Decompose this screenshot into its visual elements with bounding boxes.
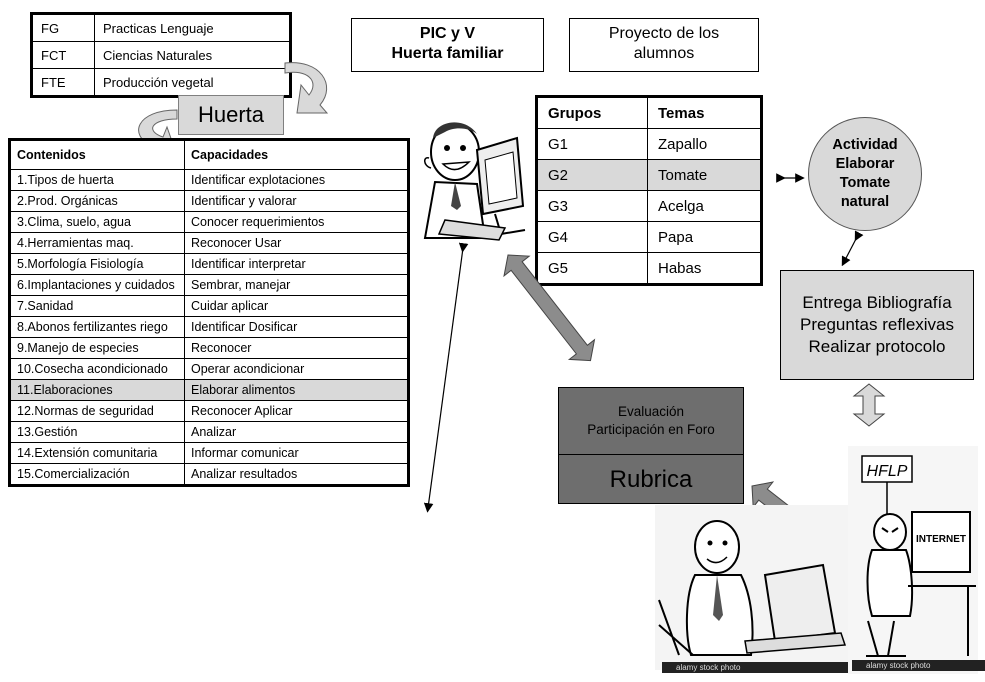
- topic-cell: Tomate: [647, 159, 761, 191]
- evaluation-line-2: Participación en Foro: [587, 422, 715, 437]
- block-arrow-teacher-evaluation: [503, 254, 596, 362]
- content-cell: 3.Clima, suelo, agua: [10, 211, 185, 233]
- activity-line-1: Actividad: [832, 137, 898, 153]
- stock-watermark-right: alamy stock photo: [852, 660, 985, 671]
- contents-table: Contenidos Capacidades 1.Tipos de huerta…: [8, 138, 410, 487]
- curved-arrow-right: [284, 62, 329, 114]
- project-box: Proyecto de los alumnos: [569, 18, 759, 72]
- capacity-cell: Elaborar alimentos: [184, 379, 408, 401]
- student-laptop-illustration: [655, 505, 850, 670]
- huerta-label: Huerta: [178, 95, 284, 135]
- thin-arrow-vertical: [423, 242, 469, 513]
- project-line-2: alumnos: [633, 45, 695, 62]
- capacities-header: Capacidades: [184, 140, 408, 170]
- thin-arrow-activity-biblio: [841, 230, 864, 267]
- internet-user-illustration: HFLP INTERNET: [848, 446, 978, 674]
- content-row: 1.Tipos de huerta Identificar explotacio…: [10, 169, 408, 191]
- content-cell: 5.Morfología Fisiología: [10, 253, 185, 275]
- sign-text: HFLP: [867, 463, 908, 480]
- content-row: 13.Gestión Analizar: [10, 421, 408, 443]
- biblio-line-3: Realizar protocolo: [808, 337, 946, 356]
- faculty-row: FTE Producción vegetal: [32, 68, 290, 96]
- screen-text: INTERNET: [916, 534, 966, 545]
- content-cell: 15.Comercialización: [10, 463, 185, 485]
- contents-header: Contenidos: [10, 140, 185, 170]
- biblio-line-1: Entrega Bibliografía: [802, 293, 952, 312]
- capacity-cell: Sembrar, manejar: [184, 274, 408, 296]
- activity-line-2: Elaborar: [835, 156, 895, 172]
- content-cell: 7.Sanidad: [10, 295, 185, 317]
- topic-cell: Habas: [647, 252, 761, 284]
- capacity-cell: Analizar resultados: [184, 463, 408, 485]
- content-cell: 11.Elaboraciones: [10, 379, 185, 401]
- faculty-code: FCT: [32, 41, 95, 69]
- activity-line-3: Tomate: [839, 175, 891, 191]
- group-cell: G2: [537, 159, 648, 191]
- content-row: 2.Prod. Orgánicas Identificar y valorar: [10, 190, 408, 212]
- block-arrow-biblio-student: [852, 383, 886, 427]
- content-row: 5.Morfología Fisiología Identificar inte…: [10, 253, 408, 275]
- content-row: 4.Herramientas maq. Reconocer Usar: [10, 232, 408, 254]
- group-row: G1 Zapallo: [537, 128, 761, 160]
- group-row: G2 Tomate: [537, 159, 761, 191]
- content-cell: 4.Herramientas maq.: [10, 232, 185, 254]
- topics-header: Temas: [647, 97, 761, 129]
- content-cell: 1.Tipos de huerta: [10, 169, 185, 191]
- title-box: PIC y V Huerta familiar: [351, 18, 544, 72]
- content-cell: 14.Extensión comunitaria: [10, 442, 185, 464]
- capacity-cell: Operar acondicionar: [184, 358, 408, 380]
- group-row: G4 Papa: [537, 221, 761, 253]
- evaluation-box: Evaluación Participación en Foro Rubrica: [558, 387, 744, 504]
- capacity-cell: Identificar interpretar: [184, 253, 408, 275]
- rubric-label: Rubrica: [609, 466, 693, 493]
- faculty-name: Producción vegetal: [94, 68, 290, 96]
- stock-watermark-left: alamy stock photo: [662, 662, 859, 673]
- title-line-1: PIC y V: [419, 25, 476, 42]
- evaluation-text: Evaluación Participación en Foro: [559, 388, 743, 455]
- capacity-cell: Analizar: [184, 421, 408, 443]
- content-row: 12.Normas de seguridad Reconocer Aplicar: [10, 400, 408, 422]
- topic-cell: Zapallo: [647, 128, 761, 160]
- biblio-line-2: Preguntas reflexivas: [799, 315, 955, 334]
- capacity-cell: Informar comunicar: [184, 442, 408, 464]
- activity-line-4: natural: [840, 194, 890, 210]
- activity-circle: Actividad Elaborar Tomate natural: [808, 117, 922, 231]
- content-cell: 12.Normas de seguridad: [10, 400, 185, 422]
- evaluation-line-1: Evaluación: [617, 404, 685, 419]
- group-cell: G4: [537, 221, 648, 253]
- bibliography-box: Entrega Bibliografía Preguntas reflexiva…: [780, 270, 974, 380]
- faculty-row: FCT Ciencias Naturales: [32, 41, 290, 69]
- content-row: 15.Comercialización Analizar resultados: [10, 463, 408, 485]
- title-line-2: Huerta familiar: [391, 45, 504, 62]
- group-cell: G5: [537, 252, 648, 284]
- group-row: G5 Habas: [537, 252, 761, 284]
- group-cell: G3: [537, 190, 648, 222]
- content-row: 6.Implantaciones y cuidados Sembrar, man…: [10, 274, 408, 296]
- content-row: 14.Extensión comunitaria Informar comuni…: [10, 442, 408, 464]
- content-row: 11.Elaboraciones Elaborar alimentos: [10, 379, 408, 401]
- topic-cell: Papa: [647, 221, 761, 253]
- teacher-computer-illustration: [423, 122, 526, 241]
- capacity-cell: Reconocer Usar: [184, 232, 408, 254]
- project-line-1: Proyecto de los: [608, 25, 720, 42]
